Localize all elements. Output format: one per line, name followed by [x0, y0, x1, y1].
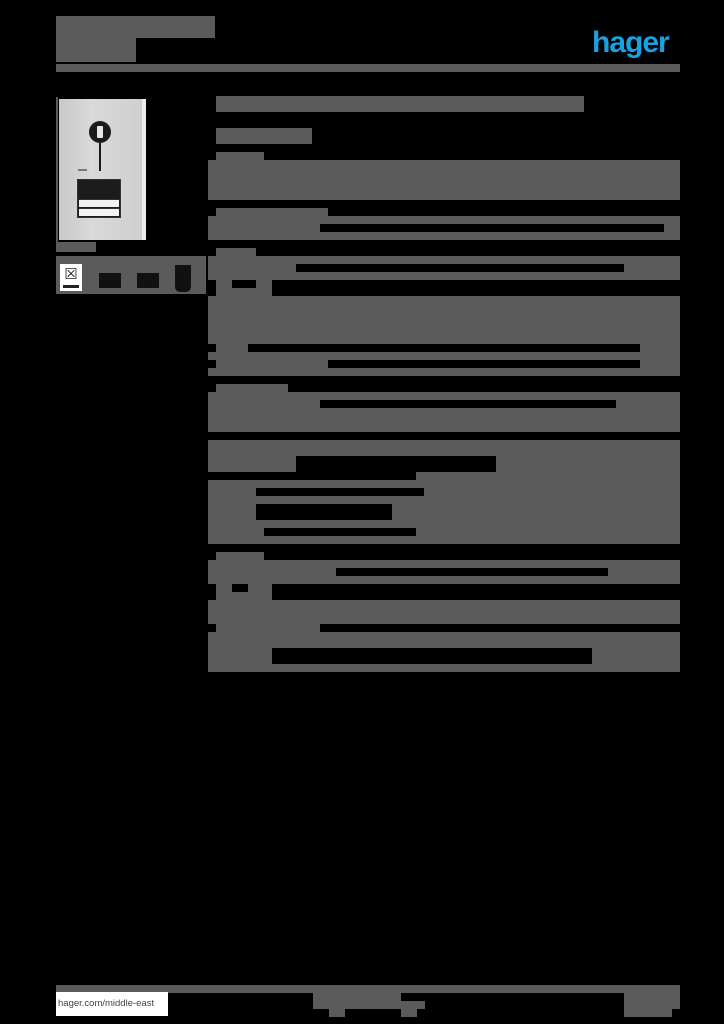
call-button-panel: [77, 179, 121, 218]
footer-center-redacted-2: [401, 1001, 425, 1009]
document-title-redacted-2: [56, 38, 136, 62]
section-3-label: [216, 248, 256, 256]
section-5-label: [216, 384, 288, 392]
hager-logo: hager: [592, 26, 670, 59]
footer-rule: [56, 985, 680, 993]
section-7-label: [216, 552, 264, 560]
section-8-sub: [216, 624, 320, 632]
call-button-2: [79, 208, 119, 216]
footer-url-link[interactable]: hager.com/middle-east: [56, 992, 168, 1016]
section-8-body: [208, 600, 680, 624]
header-rule: [56, 64, 680, 72]
section-7-sub: [216, 584, 272, 600]
call-button-1: [79, 199, 119, 207]
certification-icon-1: [99, 273, 121, 288]
door-panel-image: [59, 99, 142, 240]
section-2-label: [216, 208, 328, 216]
icons-label-redacted: [56, 242, 96, 252]
footer-center-redacted-3: [329, 1009, 345, 1017]
footer-center-redacted: [313, 993, 401, 1009]
camera-stem: [99, 143, 101, 171]
product-code-redacted: [216, 128, 312, 144]
image-border: [56, 97, 58, 242]
footer-page-redacted: [624, 993, 680, 1009]
section-1-body: [208, 160, 680, 200]
camera-icon: [89, 121, 111, 143]
section-5-body: [208, 392, 680, 432]
footer-center-redacted-4: [401, 1009, 417, 1017]
product-heading-redacted: [216, 96, 584, 112]
footer-page-redacted-2: [624, 1009, 672, 1017]
image-edge: [142, 99, 146, 240]
section-3-sub: [216, 280, 272, 296]
document-title-redacted: [56, 16, 215, 38]
certification-icon-3: [175, 265, 191, 292]
weee-crossed-bin-icon: ☒: [60, 264, 82, 291]
certification-icon-2: [137, 273, 159, 288]
led-indicator: [78, 169, 87, 171]
section-1-label: [216, 152, 264, 160]
